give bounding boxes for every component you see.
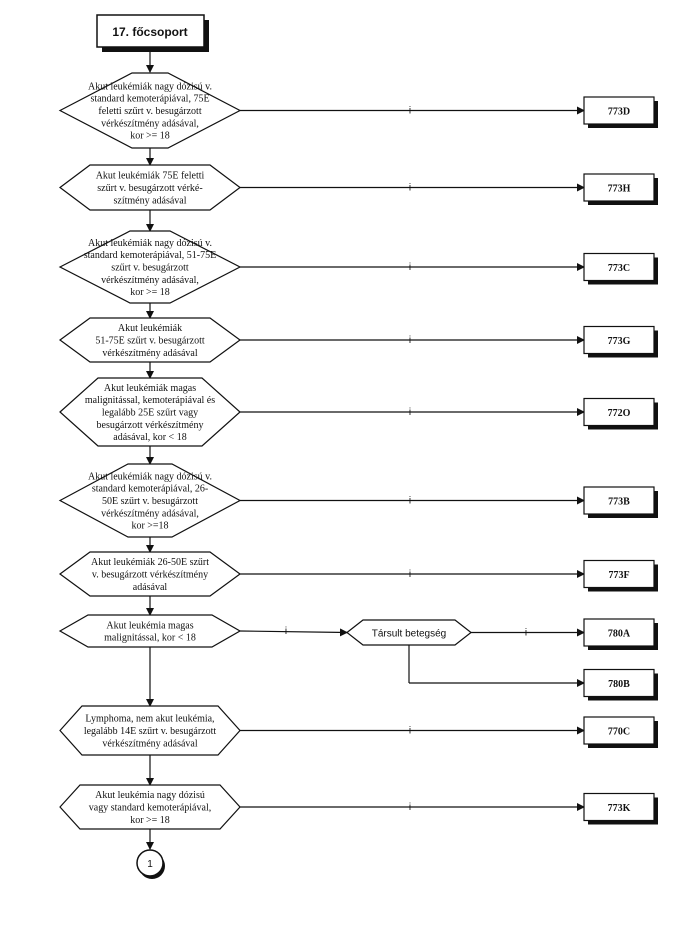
- decision-text-line: standard kemoterápiával, 75E: [90, 94, 209, 105]
- decision-text-line: adásával: [133, 582, 168, 593]
- decision-text-line: malignitással, kor < 18: [104, 633, 196, 644]
- edge-label: i: [409, 335, 411, 346]
- decision-text-line: legalább 14E szűrt v. besugárzott: [84, 726, 217, 737]
- code-label: 773F: [608, 570, 629, 581]
- decision-text-line: 50E szűrt v. besugárzott: [102, 496, 198, 507]
- decision-nodes: Akut leukémiák nagy dózisú v.standard ke…: [58, 72, 658, 850]
- decision-text-line: Akut leukémiák nagy dózisú v.: [88, 471, 212, 482]
- decision-text-line: feletti szűrt v. besugárzott: [98, 106, 201, 117]
- code-label: 780A: [608, 629, 631, 640]
- decision-text-line: vagy standard kemoterápiával,: [89, 803, 211, 814]
- code-box: [583, 559, 655, 589]
- sub-decision-text: Társult betegség: [372, 629, 447, 640]
- decision-text-line: Akut leukémiák 26-50E szűrt: [91, 557, 209, 568]
- code-box: [583, 792, 655, 822]
- decision-text-line: kor >= 18: [130, 287, 170, 298]
- decision-text-line: Akut leukémiák 75E feletti: [96, 171, 205, 182]
- code-box: [583, 668, 655, 698]
- edge-label: i: [409, 262, 411, 273]
- decision-text-line: Akut leukémiák nagy dózisú v.: [88, 238, 212, 249]
- connector-label: 1: [147, 859, 153, 870]
- decision-text-line: Akut leukémiák magas: [104, 383, 196, 394]
- decision-text-line: standard kemoterápiával, 51-75E: [84, 250, 216, 261]
- edge-label: i: [525, 628, 527, 639]
- edge-label: i: [409, 569, 411, 580]
- decision-text-line: szűrt v. besugárzott: [111, 263, 189, 274]
- code-box: [583, 397, 655, 427]
- edge-label: i: [409, 802, 411, 813]
- code-box: [583, 252, 655, 282]
- edge-label: i: [409, 496, 411, 507]
- decision-text-line: standard kemoterápiával, 26-: [92, 484, 208, 495]
- decision-text-line: Lymphoma, nem akut leukémia,: [85, 714, 214, 725]
- edge-label: i: [285, 626, 287, 637]
- code-label: 773K: [608, 803, 631, 814]
- decision-text-line: vérkészítmény adásával,: [101, 508, 199, 519]
- code-box: [583, 96, 655, 125]
- edge-label: i: [409, 183, 411, 194]
- code-box: [583, 618, 655, 647]
- decision-text-line: 51-75E szűrt v. besugárzott: [95, 336, 205, 347]
- decision-text-line: v. besugárzott vérkészítmény: [92, 570, 208, 581]
- title-box: [96, 14, 205, 48]
- connector-circle: [136, 849, 164, 877]
- code-label: 772O: [608, 408, 631, 419]
- decision-text-line: legalább 25E szűrt vagy: [102, 408, 198, 419]
- decision-text-line: Akut leukémia nagy dózisú: [95, 790, 205, 801]
- decision-text-line: szűrt v. besugárzott vérké-: [97, 183, 202, 194]
- decision-text-line: besugárzott vérkészítmény: [97, 420, 204, 431]
- code-label: 773D: [608, 107, 630, 118]
- decision-text-line: szítmény adásával: [113, 195, 186, 206]
- decision-text-line: Akut leukémiák nagy dózisú v.: [88, 81, 212, 92]
- code-label: 773G: [608, 336, 631, 347]
- edge-label: i: [409, 407, 411, 418]
- decision-text-line: Akut leukémia magas: [106, 620, 193, 631]
- flow-arrow-right: [239, 628, 348, 637]
- code-label: 773H: [608, 184, 631, 195]
- edge-label: i: [409, 106, 411, 117]
- decision-text-line: kor >= 18: [130, 815, 170, 826]
- code-label: 780B: [608, 679, 630, 690]
- decision-text-line: adásával, kor < 18: [113, 432, 186, 443]
- code-box: [583, 716, 655, 745]
- decision-text-line: Akut leukémiák: [118, 323, 182, 334]
- decision-text-line: vérkészítmény adásával: [102, 348, 197, 359]
- code-label: 773C: [608, 263, 630, 274]
- decision-text-line: vérkészítmény adásával,: [101, 118, 199, 129]
- code-box: [583, 325, 655, 355]
- code-label: 773B: [608, 497, 630, 508]
- title-text: 17. főcsoport: [112, 25, 187, 39]
- code-box: [583, 486, 655, 515]
- edge-label: i: [409, 726, 411, 737]
- decision-text-line: malignitással, kemoterápiával és: [85, 395, 215, 406]
- decision-text-line: kor >=18: [131, 521, 168, 532]
- decision-text-line: kor >= 18: [130, 131, 170, 142]
- decision-text-line: vérkészítmény adásával: [102, 738, 197, 749]
- code-label: 770C: [608, 727, 630, 738]
- decision-text-line: vérkészítmény adásával,: [101, 275, 199, 286]
- code-box: [583, 173, 655, 202]
